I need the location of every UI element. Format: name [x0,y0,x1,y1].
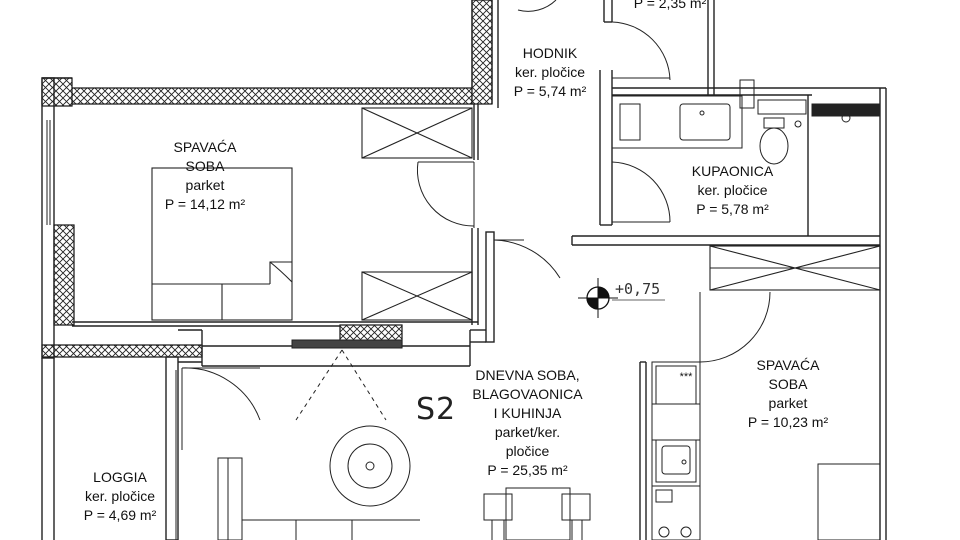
room-label-spavaca-2: SPAVAĆA SOBA parket P = 10,23 m² [728,356,848,432]
loggia-name: LOGGIA [93,469,147,485]
kupaonica-area: P = 5,78 m² [696,201,769,217]
bedroom2-furniture [817,463,881,540]
cooktop-mark: *** [679,371,693,383]
loggia-floor: ker. pločice [84,488,156,504]
loggia-area: P = 4,69 m² [83,507,157,523]
hatched-walls [41,0,493,358]
dnevna-area: P = 25,35 m² [487,462,568,478]
bathroom-fixtures [611,79,881,165]
spavaca1-area: P = 14,12 m² [164,196,246,212]
dnevna-floor1: parket/ker. [494,424,561,440]
unit-mark: S2 [416,392,457,427]
spavaca2-floor: parket [768,395,808,411]
spavaca2-name1: SPAVAĆA [756,357,820,373]
area-top: P = 2,35 m² [633,0,707,11]
room-label-kupaonica: KUPAONICA ker. pločice P = 5,78 m² [675,162,790,219]
living-furniture [217,339,591,540]
kupaonica-floor: ker. pločice [697,182,768,198]
dnevna-name3: I KUHINJA [493,405,562,421]
level-marker-symbol [578,278,665,318]
room-label-dnevna: DNEVNA SOBA, BLAGOVAONICA I KUHINJA park… [455,366,600,480]
spavaca2-name2: SOBA [768,376,808,392]
window-left [46,120,51,225]
room-label-loggia: LOGGIA ker. pločice P = 4,69 m² [64,468,176,525]
wardrobes [361,107,881,321]
kitchen-unit [651,361,701,540]
level-marker-text: +0,75 [615,280,661,298]
hodnik-floor: ker. pločice [514,64,586,80]
room-label-hodnik: HODNIK ker. pločice P = 5,74 m² [495,44,605,101]
room-label-top: P = 2,35 m² [620,0,720,13]
dnevna-floor2: pločice [505,443,550,459]
spavaca1-floor: parket [185,177,225,193]
double-bed [151,167,293,321]
dnevna-name2: BLAGOVAONICA [472,386,583,402]
spavaca2-area: P = 10,23 m² [747,414,829,430]
hodnik-name: HODNIK [522,45,578,61]
spavaca1-name1: SPAVAĆA [173,139,237,155]
dnevna-name1: DNEVNA SOBA, [475,367,580,383]
kupaonica-name: KUPAONICA [691,163,774,179]
doors [181,0,771,450]
hodnik-area: P = 5,74 m² [513,83,587,99]
spavaca1-name2: SOBA [185,158,225,174]
room-label-spavaca-1: SPAVAĆA SOBA parket P = 14,12 m² [145,138,265,214]
